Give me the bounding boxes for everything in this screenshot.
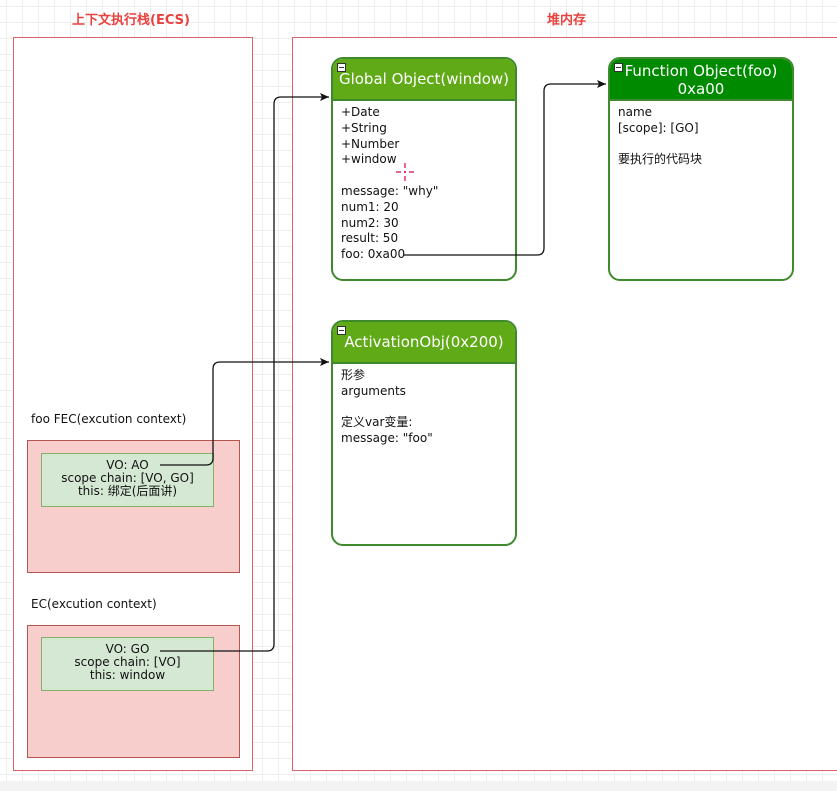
collapse-icon[interactable] (614, 63, 623, 72)
collapse-icon[interactable] (337, 63, 346, 72)
global-object-row: message: "why" (341, 183, 439, 198)
foo-fec-vo-box[interactable]: VO: AO scope chain: [VO, GO] this: 绑定(后面… (41, 453, 214, 507)
global-object-header[interactable]: Global Object(window) (333, 59, 515, 101)
activation-object-header[interactable]: ActivationObj(0x200) (333, 322, 515, 364)
function-object-row: [scope]: [GO] (618, 120, 699, 135)
activation-object-row (341, 400, 507, 416)
activation-object-row: 形参 (341, 368, 366, 382)
activation-object-row: 定义var变量: (341, 415, 413, 430)
function-object-node[interactable]: Function Object(foo) 0xa00 name [scope]:… (608, 57, 794, 281)
function-object-header[interactable]: Function Object(foo) 0xa00 (610, 59, 792, 101)
global-object-row: foo: 0xa00 (341, 247, 406, 262)
ec-vo-box[interactable]: VO: GO scope chain: [VO] this: window (41, 637, 214, 691)
collapse-icon[interactable] (337, 326, 346, 335)
function-object-body: name [scope]: [GO] 要执行的代码块 (610, 101, 792, 172)
ec-label: EC(excution context) (31, 597, 157, 611)
ec-this: this: window (89, 668, 166, 682)
global-object-row (341, 168, 507, 184)
activation-object-body: 形参 arguments 定义var变量: message: "foo" (333, 364, 515, 451)
foo-fec-this: this: 绑定(后面讲) (77, 484, 178, 498)
ec-scope-chain: scope chain: [VO] (74, 655, 181, 669)
ecs-title: 上下文执行栈(ECS) (72, 13, 190, 28)
global-object-node[interactable]: Global Object(window) +Date +String +Num… (331, 57, 517, 281)
activation-object-row: message: "foo" (341, 431, 433, 446)
foo-fec-vo: VO: AO (106, 458, 149, 472)
global-object-title: Global Object(window) (338, 70, 510, 88)
global-object-row: +String (341, 120, 387, 135)
activation-object-node[interactable]: ActivationObj(0x200) 形参 arguments 定义var变… (331, 320, 517, 546)
global-object-row: num1: 20 (341, 199, 399, 214)
canvas-bottom-strip (0, 781, 837, 791)
global-object-row: +Date (341, 105, 380, 119)
global-object-body: +Date +String +Number +window message: "… (333, 101, 515, 267)
foo-fec-label: foo FEC(excution context) (31, 412, 187, 426)
function-object-row: 要执行的代码块 (618, 152, 703, 167)
function-object-row: name (618, 105, 653, 119)
function-object-row (618, 137, 784, 153)
activation-object-title: ActivationObj(0x200) (344, 333, 504, 351)
function-object-address: 0xa00 (677, 80, 725, 98)
global-object-row: result: 50 (341, 231, 399, 246)
global-object-row: +Number (341, 136, 400, 151)
activation-object-row: arguments (341, 383, 406, 398)
ec-vo: VO: GO (105, 642, 150, 656)
global-object-row: +window (341, 152, 397, 167)
function-object-title: Function Object(foo) (624, 62, 778, 80)
heap-title: 堆内存 (547, 13, 587, 28)
global-object-row: num2: 30 (341, 215, 399, 230)
